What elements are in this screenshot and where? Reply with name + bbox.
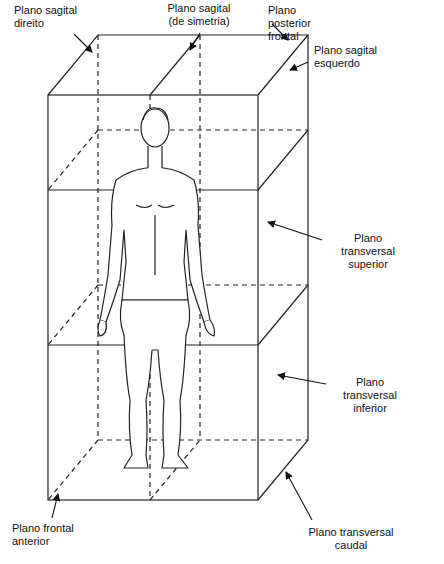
plane-label: Plano sagital (de simetria) xyxy=(160,2,238,28)
plane-label: Plano frontal anterior xyxy=(12,522,82,548)
plane-label: Plano transversal caudal xyxy=(306,526,396,552)
plane-label: Plano transversal superior xyxy=(326,232,410,271)
plane-label: Plano posterior frontal xyxy=(268,4,334,43)
human-figure xyxy=(98,108,215,468)
plane-label: Plano sagital direito xyxy=(14,4,80,30)
plane-label: Plano transversal inferior xyxy=(330,376,410,415)
plane-label: Plano sagital esquerdo xyxy=(314,44,380,70)
